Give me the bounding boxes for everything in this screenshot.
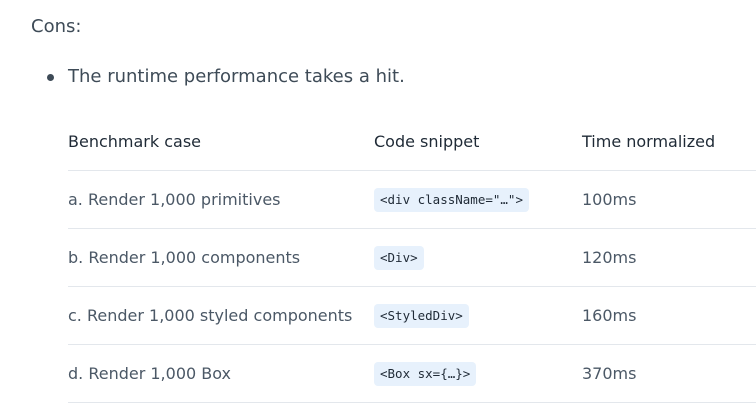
cons-list-item: The runtime performance takes a hit. [47,64,405,90]
code-snippet-cell: <Div> [374,228,582,287]
table-row: b. Render 1,000 components <Div> 120ms [68,228,756,287]
table-row: d. Render 1,000 Box <Box sx={…}> 370ms [68,344,756,403]
benchmark-case-cell: d. Render 1,000 Box [68,344,374,403]
table-header-row: Benchmark case Code snippet Time normali… [68,113,756,171]
cons-heading: Cons: [31,16,82,37]
time-cell: 370ms [582,344,756,403]
code-snippet-cell: <Box sx={…}> [374,344,582,403]
code-snippet: <StyledDiv> [374,303,469,328]
column-header-time-normalized: Time normalized [582,113,756,171]
benchmark-table: Benchmark case Code snippet Time normali… [68,113,756,403]
time-cell: 100ms [582,170,756,229]
code-snippet: <div className="…"> [374,187,529,212]
code-snippet: <Div> [374,245,424,270]
column-header-code-snippet: Code snippet [374,113,582,171]
column-header-benchmark-case: Benchmark case [68,113,374,171]
time-cell: 160ms [582,286,756,345]
time-cell: 120ms [582,228,756,287]
cons-list: The runtime performance takes a hit. [47,64,405,90]
benchmark-case-cell: a. Render 1,000 primitives [68,170,374,229]
benchmark-case-cell: c. Render 1,000 styled components [68,286,374,345]
bullet-icon [47,73,54,81]
table-row: c. Render 1,000 styled components <Style… [68,286,756,345]
benchmark-case-cell: b. Render 1,000 components [68,228,374,287]
code-snippet: <Box sx={…}> [374,361,477,386]
table-row: a. Render 1,000 primitives <div classNam… [68,170,756,229]
code-snippet-cell: <StyledDiv> [374,286,582,345]
cons-list-item-text: The runtime performance takes a hit. [68,66,405,87]
code-snippet-cell: <div className="…"> [374,170,582,229]
